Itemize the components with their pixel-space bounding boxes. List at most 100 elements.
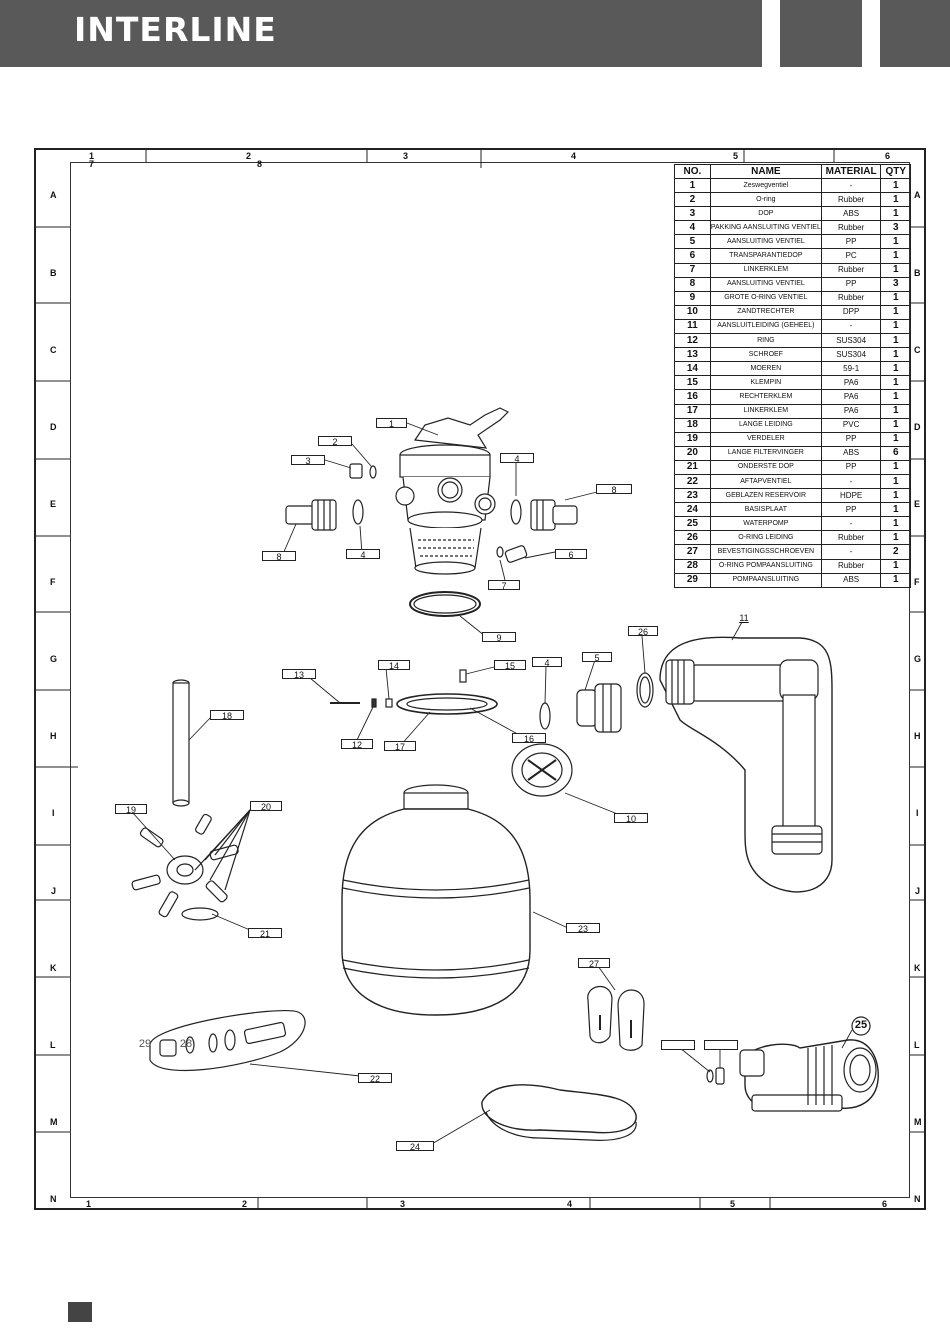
clamp-part (406, 697, 488, 711)
callout-29: 29 (138, 1038, 152, 1050)
pump-o-ring-part (706, 1069, 714, 1083)
part-name-cell: O-RING LEIDING (709, 530, 822, 546)
callout-23: 23 (566, 923, 600, 934)
grid-row-label: I (916, 808, 919, 818)
grid-col-label: 5 (730, 1199, 736, 1209)
nut-part (385, 698, 393, 708)
grid-row-label: K (914, 963, 921, 973)
header-bar: INTERLINE (0, 0, 950, 67)
grid-col-label: 7 (89, 159, 95, 169)
grid-row-label: C (914, 345, 921, 355)
grid-col-label: 6 (882, 1199, 888, 1209)
part-material-cell: PP (820, 502, 882, 518)
grid-row-label: L (50, 1040, 56, 1050)
bottom-cap-part (181, 907, 219, 921)
callout-4: 4 (346, 549, 380, 560)
part-name-cell: BEVESTIGINGSSCHROEVEN (709, 544, 822, 560)
grid-col-label: 1 (89, 151, 95, 161)
callout-25: 25 (854, 1019, 868, 1031)
o-ring-part (369, 465, 377, 479)
grid-row-label: K (50, 963, 57, 973)
drain-valve-part (149, 1009, 306, 1072)
part-material-cell: Rubber (820, 558, 882, 574)
header-divider (862, 0, 880, 67)
grid-row-label: C (50, 345, 57, 355)
ring-part (371, 698, 377, 708)
grid-row-label: E (914, 499, 921, 509)
callout-3: 3 (291, 455, 325, 466)
part-qty-cell: 1 (880, 502, 911, 518)
part-number-cell: 25 (674, 516, 711, 532)
grid-row-label: M (50, 1117, 58, 1127)
page-number-box (68, 1302, 92, 1322)
pump-connector-part (715, 1067, 725, 1085)
callout-20: 20 (250, 801, 282, 812)
callout-17: 17 (384, 741, 416, 752)
grid-row-label: A (914, 190, 921, 200)
grid-row-label: B (50, 268, 57, 278)
part-name-cell: POMPAANSLUITING (709, 572, 822, 588)
cap-part (349, 463, 363, 479)
grid-row-label: N (50, 1194, 57, 1204)
grid-col-label: 1 (86, 1199, 92, 1209)
part-material-cell: Rubber (820, 530, 882, 546)
callout-8: 8 (262, 551, 296, 562)
leader-lines (132, 422, 853, 1146)
grid-col-label: 4 (567, 1199, 573, 1209)
callout-18: 18 (210, 710, 244, 721)
part-name-cell: BASISPLAAT (709, 502, 822, 518)
callout-11: 11 (739, 613, 749, 623)
sight-glass-part (504, 545, 528, 563)
callout-12: 12 (341, 739, 373, 750)
callout-1: 1 (376, 418, 407, 429)
grid-row-label: F (914, 577, 920, 587)
callout-6: 6 (555, 549, 587, 560)
clamp-part (396, 693, 498, 715)
big-o-ring-part (413, 594, 477, 614)
big-o-ring-part (409, 591, 481, 617)
grid-col-label: 5 (733, 151, 739, 161)
callout-9: 9 (482, 632, 516, 643)
callout-7: 7 (488, 580, 520, 591)
callout-22: 22 (358, 1073, 392, 1084)
drawing-inner-frame (70, 162, 910, 1198)
fixing-screws-part (587, 986, 645, 1051)
multiport-valve-part (395, 407, 510, 575)
grid-row-label: L (914, 1040, 920, 1050)
grid-col-label: 2 (242, 1199, 248, 1209)
part-material-cell: PP (820, 459, 882, 475)
part-qty-cell: 1 (880, 262, 911, 278)
grid-row-label: M (914, 1117, 922, 1127)
grid-row-label: H (914, 731, 921, 741)
part-number-cell: 24 (674, 502, 711, 518)
sand-funnel-part (511, 743, 573, 797)
grid-row-label: J (51, 886, 57, 896)
part-qty-cell: 2 (880, 544, 911, 560)
header-divider (762, 0, 780, 67)
part-qty-cell: 3 (880, 220, 911, 236)
brand-logo: INTERLINE (74, 10, 277, 49)
callout-blank (704, 1040, 738, 1050)
grid-row-label: J (915, 886, 921, 896)
callout-21: 21 (248, 928, 282, 939)
grid-row-label: N (914, 1194, 921, 1204)
part-material-cell: ABS (820, 572, 882, 588)
pin-part (459, 669, 467, 683)
grid-row-label: D (50, 422, 57, 432)
long-pipe-part (172, 679, 190, 807)
grid-row-label: G (50, 654, 58, 664)
grid-row-label: H (50, 731, 57, 741)
part-qty-cell: 1 (880, 572, 911, 588)
